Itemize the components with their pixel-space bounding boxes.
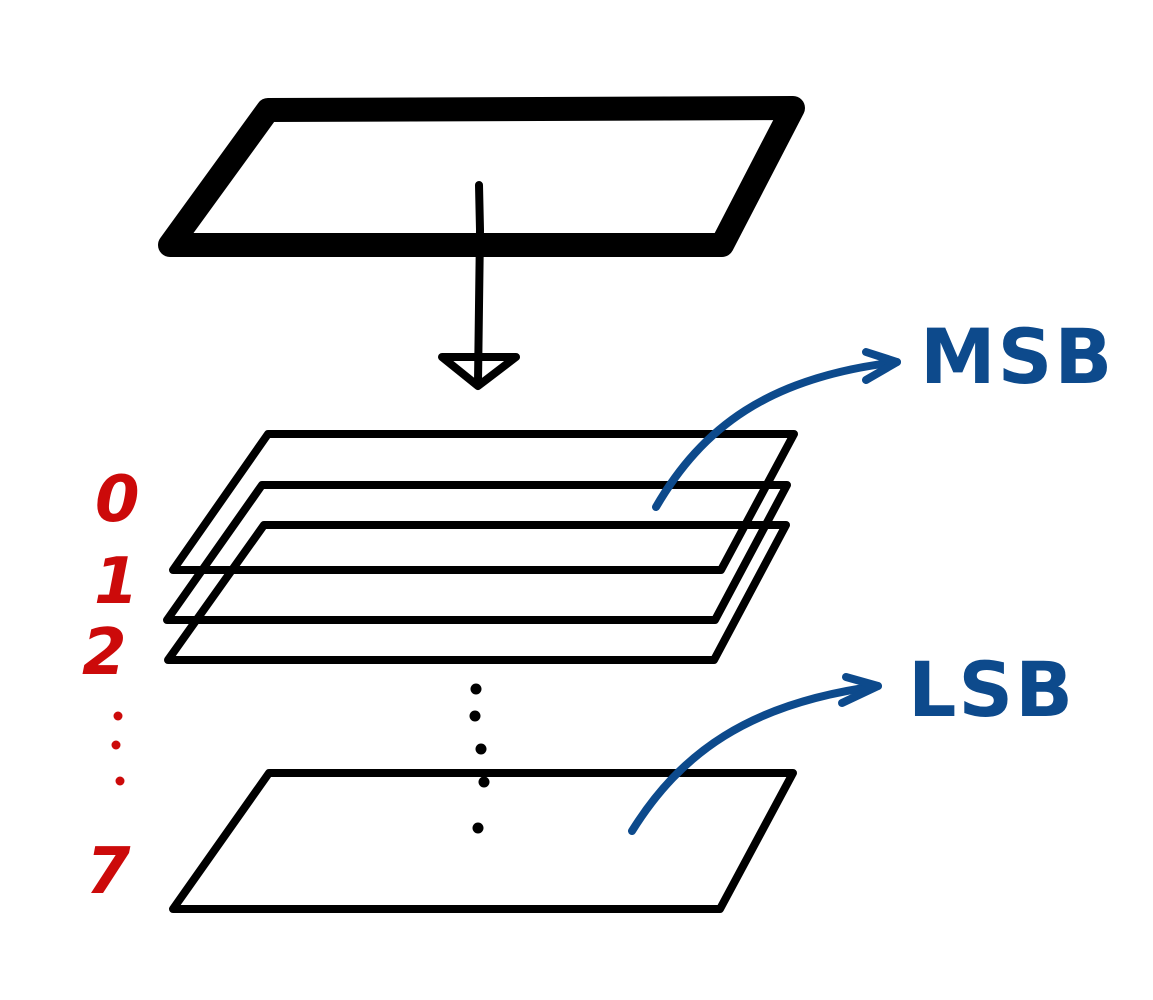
- bit-label-7: 7: [86, 835, 131, 909]
- decomposition-arrow-head: [438, 353, 520, 390]
- msb-label: MSB: [920, 312, 1114, 401]
- msb-callout-arrowhead: [862, 348, 901, 384]
- lsb-callout-arrowhead: [838, 673, 882, 707]
- bit-label-2: 2: [82, 616, 127, 690]
- bit-plane-7: [169, 769, 797, 913]
- bit-label-0: 0: [95, 463, 140, 537]
- bit-label-ellipsis: [111, 711, 125, 786]
- source-image-plane: [158, 96, 805, 257]
- bit-plane-0: [169, 430, 798, 574]
- msb-callout-arrow: [652, 358, 901, 511]
- plane-ellipsis: [469, 683, 490, 834]
- bit-plane-1: [163, 481, 791, 624]
- lsb-callout-arrow: [628, 682, 882, 835]
- lsb-label: LSB: [908, 645, 1075, 734]
- bit-plane-2: [164, 521, 790, 664]
- bit-label-1: 1: [94, 545, 139, 619]
- decomposition-arrow-shaft: [474, 181, 484, 386]
